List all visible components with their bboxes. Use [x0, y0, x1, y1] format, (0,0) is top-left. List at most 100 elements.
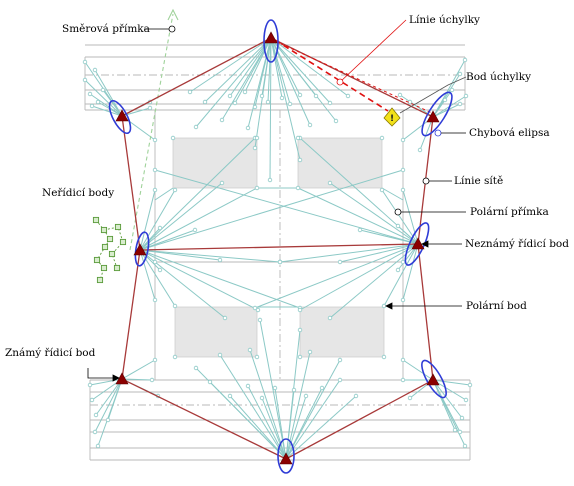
non-control-point: [106, 235, 114, 243]
network-point: [95, 99, 101, 105]
network-line: [254, 243, 419, 309]
network-point: [400, 259, 406, 265]
network-point: [295, 185, 301, 191]
network-line: [139, 249, 221, 261]
circle-connector-icon: [434, 129, 442, 137]
network-point: [327, 315, 333, 321]
network-points: [82, 57, 473, 449]
network-line: [249, 349, 287, 460]
label-chybova-elipsa: Chybová elipsa: [469, 127, 550, 139]
network-point: [93, 412, 99, 418]
triangle-marker-icon: [411, 237, 425, 250]
network-point: [457, 101, 463, 107]
building-block: [297, 137, 383, 189]
network-point: [337, 357, 343, 363]
label-linie-uchylky: Línie úchylky: [409, 14, 480, 26]
network-point: [319, 385, 325, 391]
network-point: [297, 307, 303, 313]
network-point: [192, 227, 198, 233]
network-point: [400, 377, 406, 383]
network-line: [270, 37, 301, 96]
network-line: [270, 37, 349, 97]
network-point: [295, 135, 301, 141]
network-point: [247, 347, 253, 353]
network-point: [449, 87, 455, 93]
network-point: [89, 397, 95, 403]
circle-connector-icon: [168, 25, 176, 33]
network-point: [417, 147, 423, 153]
network-line: [279, 243, 419, 263]
network-line: [432, 379, 471, 386]
network-line: [94, 378, 123, 433]
network-point: [152, 137, 158, 143]
network-point: [252, 305, 258, 311]
control-points: [115, 31, 440, 465]
triangle-marker-icon: [426, 373, 440, 386]
network-point: [252, 104, 258, 110]
network-line: [299, 243, 419, 311]
network-line: [121, 378, 153, 381]
network-line: [285, 395, 357, 460]
network-point: [217, 257, 223, 263]
network-point: [379, 187, 385, 193]
network-point: [232, 100, 238, 106]
network-point: [462, 443, 468, 449]
network-line: [285, 379, 341, 460]
triangle-marker-icon: [264, 31, 278, 44]
network-point: [152, 259, 158, 265]
network-line: [402, 243, 419, 301]
network-line: [402, 359, 434, 381]
network-point: [172, 303, 178, 309]
network-line: [94, 69, 123, 117]
network-point: [87, 382, 93, 388]
network-point: [297, 157, 303, 163]
network-point: [100, 87, 106, 93]
network-line: [381, 189, 419, 245]
network-point: [313, 93, 319, 99]
error-ellipses: [108, 19, 453, 474]
triangle-marker-icon: [133, 243, 147, 256]
network-point: [257, 317, 263, 323]
network-point: [459, 415, 465, 421]
non-control-point: [108, 250, 116, 258]
warning-triangle-icon: !: [383, 107, 401, 127]
error-ellipse: [263, 19, 279, 63]
network-line: [270, 37, 283, 99]
label-neridici-body: Neřídicí body: [42, 187, 114, 199]
network-point: [259, 93, 265, 99]
network-point: [337, 377, 343, 383]
label-znamy-ridici-bod: Známý řídicí bod: [5, 346, 96, 359]
label-polarni-bod: Polární bod: [466, 300, 527, 312]
network-line: [285, 395, 307, 460]
network-point: [381, 354, 387, 360]
building-block: [172, 137, 258, 189]
network-line: [432, 59, 466, 118]
network-point: [207, 379, 213, 385]
network-point: [337, 259, 343, 265]
network-point: [400, 357, 406, 363]
deviation-line: [274, 39, 433, 114]
triangle-marker-icon: [279, 452, 293, 465]
network-point: [202, 99, 208, 105]
network-point: [463, 93, 469, 99]
circle-connector-icon: [336, 78, 344, 86]
network-point: [297, 327, 303, 333]
network-point: [442, 97, 448, 103]
network-line: [244, 37, 272, 93]
non-control-point: [114, 223, 122, 231]
building-blocks: [172, 137, 385, 358]
network-line: [139, 249, 156, 301]
network-point: [172, 354, 178, 360]
triangle-marker-icon: [426, 110, 440, 123]
network-point: [397, 92, 403, 98]
non-control-point: [113, 264, 121, 272]
labels: Směrová přímka Línie úchylky Bod úchylky…: [5, 14, 569, 359]
network-point: [462, 57, 468, 63]
network-line: [259, 319, 287, 460]
network-point: [172, 187, 178, 193]
network-point: [267, 177, 273, 183]
network-line: [339, 243, 419, 263]
network-line: [270, 37, 331, 104]
non-control-point: [92, 216, 100, 224]
